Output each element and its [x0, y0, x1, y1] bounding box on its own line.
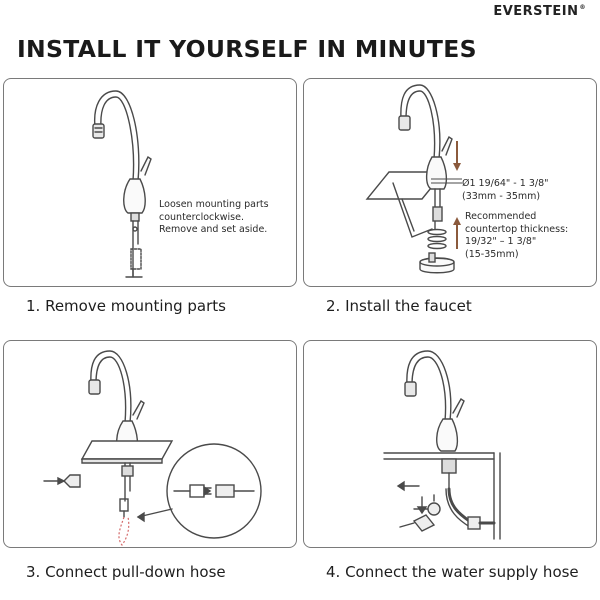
step-4-illustration: [383, 350, 501, 540]
step-4-panel: [303, 340, 597, 548]
step-3-illustration: [43, 350, 262, 547]
note-line: Recommended: [465, 211, 537, 222]
page-headline: INSTALL IT YOURSELF IN MINUTES: [17, 35, 477, 63]
note-line: 19/32" – 1 3/8": [465, 236, 537, 247]
step-1-note: Loosen mounting parts counterclockwise. …: [159, 199, 269, 237]
registered-mark: ®: [579, 4, 586, 11]
step-3-caption: 3. Connect pull-down hose: [26, 563, 226, 581]
note-line: countertop thickness:: [465, 223, 569, 235]
step-1-caption: 1. Remove mounting parts: [26, 297, 226, 315]
step-1-illustration: [92, 90, 152, 278]
step-2-thickness-note: Recommended countertop thickness: 19/32"…: [465, 211, 568, 261]
step-2-dimension-note: Ø1 19/64" - 1 3/8" (33mm - 35mm): [462, 178, 548, 203]
step-2-caption: 2. Install the faucet: [326, 297, 472, 315]
step-4-caption: 4. Connect the water supply hose: [326, 563, 579, 581]
step-3-panel: [3, 340, 297, 548]
note-line: counterclockwise.: [159, 211, 244, 223]
step-1-panel: Loosen mounting parts counterclockwise. …: [3, 78, 297, 287]
note-line: Remove and set aside.: [159, 224, 268, 235]
note-line: Loosen mounting parts: [159, 199, 269, 210]
brand-logo: EVERSTEIN®: [493, 4, 586, 19]
note-line: (15-35mm): [465, 248, 519, 260]
note-line: Ø1 19/64" - 1 3/8": [462, 178, 549, 189]
step-2-illustration: [365, 84, 462, 274]
note-line: (33mm - 35mm): [462, 190, 541, 202]
step-2-panel: Ø1 19/64" - 1 3/8" (33mm - 35mm) Recomme…: [303, 78, 597, 287]
brand-name: EVERSTEIN: [493, 4, 579, 19]
